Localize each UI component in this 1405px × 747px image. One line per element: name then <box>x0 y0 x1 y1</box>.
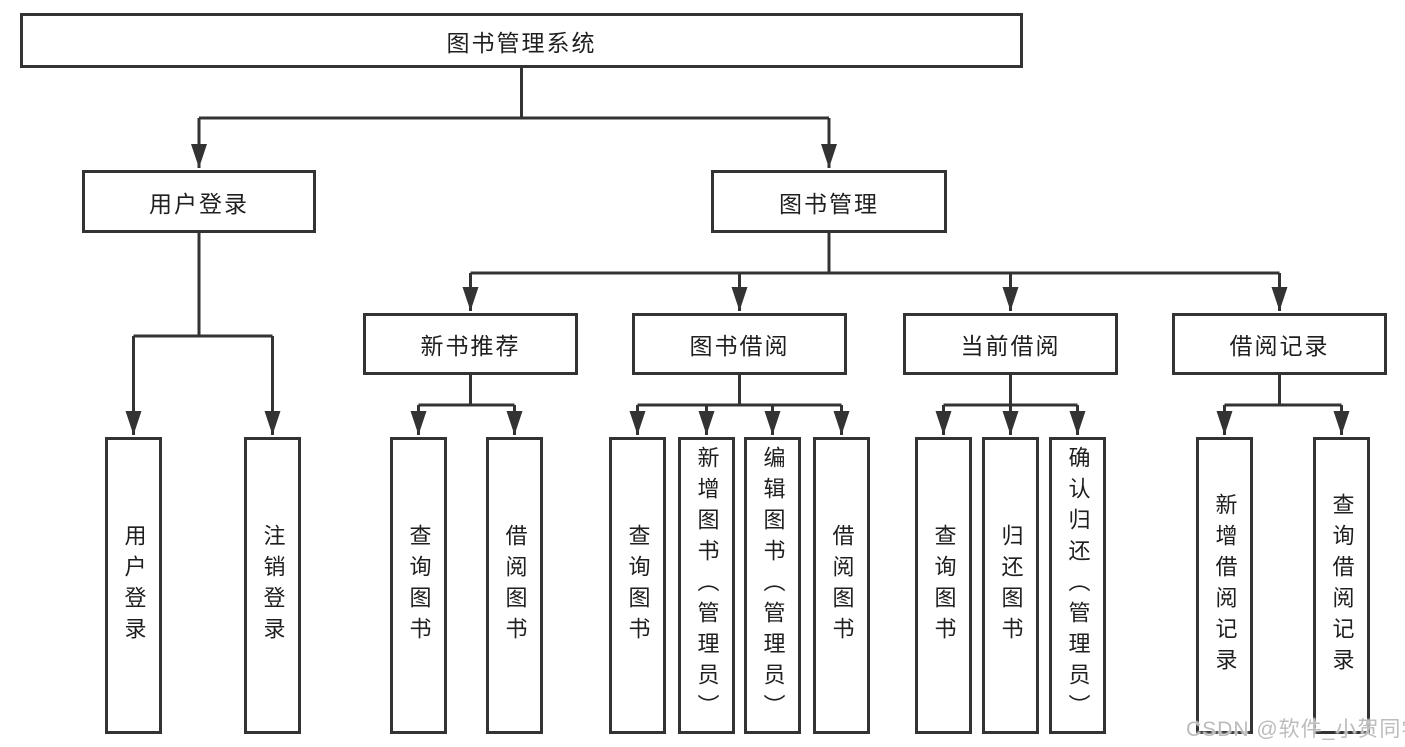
node-label: 借阅图书 <box>829 523 855 648</box>
node-label: 图书管理系统 <box>446 29 597 56</box>
node-new-book-recommend: 新书推荐 <box>363 313 578 375</box>
node-label: 编辑图书（管理员） <box>760 446 786 725</box>
node-label: 借阅记录 <box>1229 333 1330 359</box>
leaf-user-login: 用户登录 <box>105 437 162 734</box>
leaf-query-books-recommend: 查询图书 <box>390 437 447 734</box>
node-label: 确认归还（管理员） <box>1065 446 1091 725</box>
leaf-return-books: 归还图书 <box>982 437 1039 734</box>
node-label: 新书推荐 <box>420 333 521 359</box>
node-label: 图书借阅 <box>689 333 790 359</box>
leaf-query-borrow-record: 查询借阅记录 <box>1313 437 1370 734</box>
node-label: 查询借阅记录 <box>1329 492 1355 679</box>
node-borrowing-records: 借阅记录 <box>1172 313 1387 375</box>
connector-group <box>125 68 1350 435</box>
leaf-add-book-admin: 新增图书（管理员） <box>678 437 735 734</box>
node-label: 注销登录 <box>260 523 286 648</box>
node-root: 图书管理系统 <box>20 13 1023 68</box>
node-book-management: 图书管理 <box>711 170 947 233</box>
node-label: 当前借阅 <box>960 333 1061 359</box>
leaf-logout: 注销登录 <box>244 437 301 734</box>
node-current-borrowing: 当前借阅 <box>903 313 1118 375</box>
node-label: 归还图书 <box>998 523 1024 648</box>
csdn-watermark: CSDN @软件_小贺同学 <box>1186 718 1405 741</box>
node-label: 用户登录 <box>121 523 147 648</box>
node-label: 用户登录 <box>149 190 249 217</box>
leaf-confirm-return-admin: 确认归还（管理员） <box>1049 437 1106 734</box>
node-book-borrowing: 图书借阅 <box>632 313 847 375</box>
node-label: 查询图书 <box>931 523 957 648</box>
leaf-add-borrow-record: 新增借阅记录 <box>1196 437 1253 734</box>
node-label: 新增图书（管理员） <box>694 446 720 725</box>
leaf-query-books-current: 查询图书 <box>915 437 972 734</box>
leaf-borrow-books: 借阅图书 <box>813 437 870 734</box>
node-label: 新增借阅记录 <box>1212 492 1238 679</box>
node-label: 查询图书 <box>625 523 651 648</box>
leaf-borrow-books-recommend: 借阅图书 <box>486 437 543 734</box>
node-label: 查询图书 <box>406 523 432 648</box>
leaf-query-books-borrowing: 查询图书 <box>609 437 666 734</box>
node-user-login: 用户登录 <box>82 170 316 233</box>
node-label: 借阅图书 <box>502 523 528 648</box>
leaf-edit-book-admin: 编辑图书（管理员） <box>744 437 801 734</box>
node-label: 图书管理 <box>779 190 879 217</box>
